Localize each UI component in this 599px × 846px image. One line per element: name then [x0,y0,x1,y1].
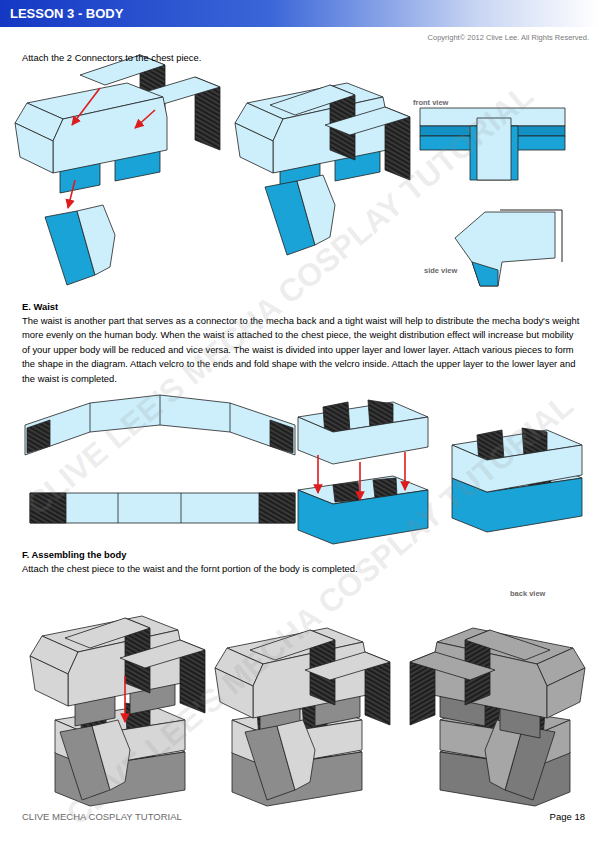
instruction: Attach the chest piece to the waist and … [22,562,582,576]
section-heading-wrap: F. Assembling the body [22,548,126,562]
view-label: side view [424,266,457,275]
copyright: Copyright© 2012 Clive Lee. All Rights Re… [428,33,589,42]
page-title: LESSON 3 - BODY [10,6,123,21]
section-heading-wrap: E. Waist [22,300,58,314]
instruction-wrap: Attach the chest piece to the waist and … [22,562,582,576]
view-label-wrap: side view [424,266,457,275]
instruction-wrap: Attach the 2 Connectors to the chest pie… [22,51,402,65]
page-number: Page 18 [550,811,585,822]
body-paragraph: The waist is another part that serves as… [22,314,582,386]
section-heading: F. Assembling the body [22,548,126,562]
page-title-wrap: LESSON 3 - BODY [10,6,123,21]
view-label-wrap: front view [413,98,448,107]
view-label: front view [413,98,448,107]
body-paragraph-wrap: The waist is another part that serves as… [22,314,582,386]
instruction: Attach the 2 Connectors to the chest pie… [22,51,402,65]
page-number-wrap: Page 18 [550,811,585,822]
view-label-wrap: back view [510,589,545,598]
section-heading: E. Waist [22,300,58,314]
copyright-wrap: Copyright© 2012 Clive Lee. All Rights Re… [428,33,589,42]
view-label: back view [510,589,545,598]
